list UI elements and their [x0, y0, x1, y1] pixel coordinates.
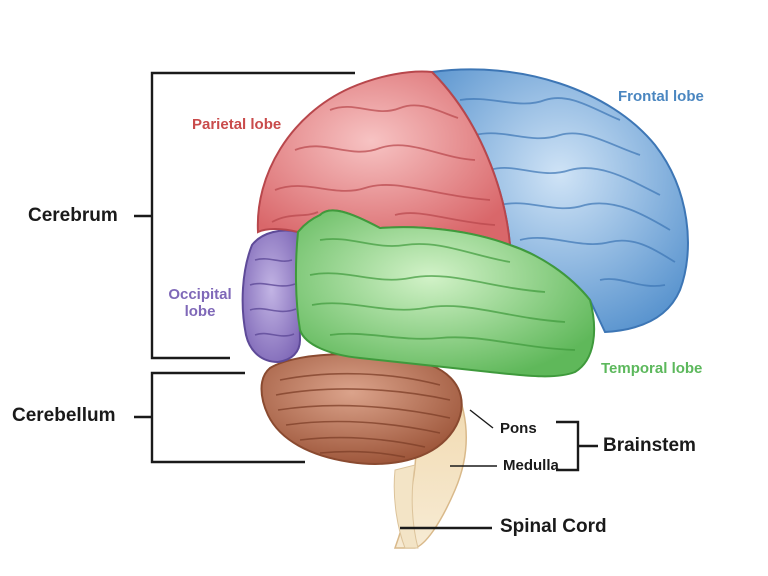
- annotation-lines: [134, 71, 598, 530]
- occipital-lobe-label: Occipital lobe: [160, 286, 240, 321]
- small-pointers: [450, 409, 497, 467]
- cerebellum-label: Cerebellum: [12, 405, 116, 426]
- pons-pointer: [469, 409, 494, 429]
- temporal-folds: [309, 238, 576, 351]
- brainstem-label: Brainstem: [603, 435, 696, 456]
- cerebellum-folds: [275, 372, 451, 458]
- occipital-lobe-shape: [241, 229, 302, 364]
- parietal-folds: [271, 104, 496, 226]
- pons-label: Pons: [500, 420, 537, 437]
- parietal-lobe-label: Parietal lobe: [192, 116, 282, 133]
- brainstem-bracket: [556, 420, 580, 472]
- temporal-lobe-label: Temporal lobe: [601, 360, 703, 377]
- frontal-lobe-label: Frontal lobe: [618, 88, 704, 105]
- occipital-label-line2: lobe: [184, 303, 216, 321]
- frontal-folds: [459, 97, 676, 287]
- occipital-folds: [249, 258, 297, 337]
- spinal-cord-label: Spinal Cord: [500, 516, 607, 537]
- cerebellum-shape: [260, 353, 463, 465]
- cerebrum-label: Cerebrum: [28, 205, 118, 226]
- medulla-label: Medulla: [503, 457, 559, 474]
- occipital-label-line1: Occipital: [168, 286, 232, 303]
